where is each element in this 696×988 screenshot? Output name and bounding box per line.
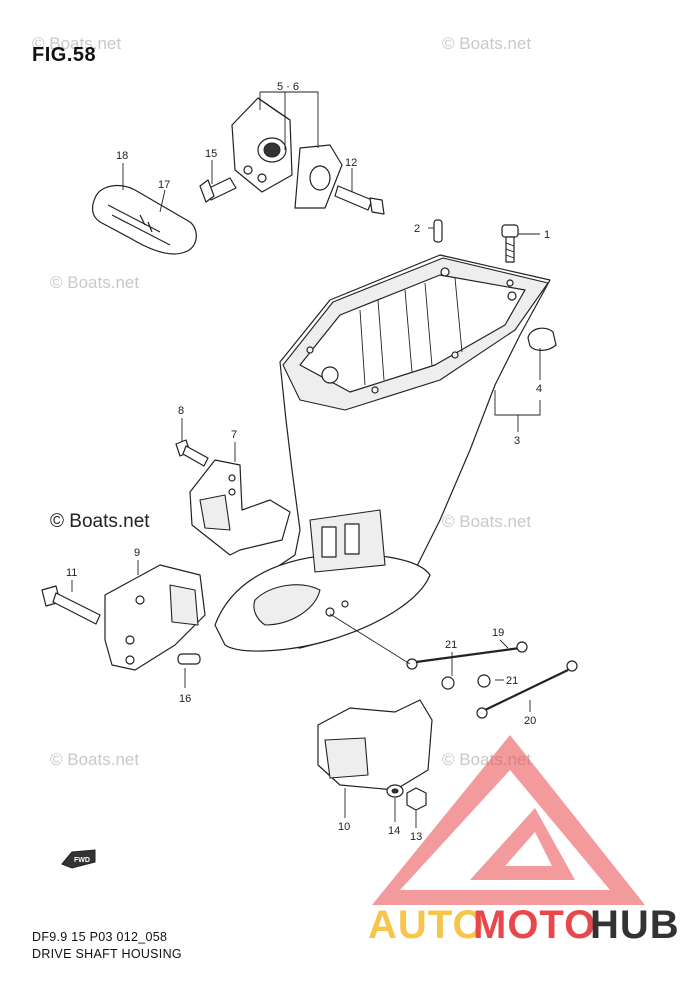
ground-wire-19[interactable] [406, 641, 528, 670]
bolt-15[interactable] [199, 177, 237, 203]
callout: 4 [536, 383, 542, 395]
callout: 12 [345, 157, 357, 169]
callout: 7 [231, 429, 237, 441]
callout: 19 [492, 627, 504, 639]
dowel-pin[interactable] [433, 219, 443, 243]
pin-16[interactable] [177, 653, 201, 665]
bolt-12[interactable] [334, 185, 385, 215]
fwd-arrow-icon: FWD [61, 849, 96, 869]
washer-14[interactable] [386, 784, 404, 798]
callout: 13 [410, 831, 422, 843]
callout: 2 [414, 223, 420, 235]
watermark-dark: © Boats.net [50, 511, 150, 532]
bracket-9[interactable] [104, 564, 206, 671]
leader-lines [71, 91, 541, 828]
fwd-label: FWD [74, 857, 90, 864]
ground-wire-20[interactable] [476, 660, 578, 719]
bolt-1[interactable] [501, 224, 519, 263]
callout: 21 [506, 675, 518, 687]
callout: 9 [134, 547, 140, 559]
mount-plate[interactable] [294, 144, 343, 209]
callout-labels: 5 · 6 18 15 17 12 2 1 4 3 8 7 9 11 16 21… [66, 81, 550, 843]
callout: 18 [116, 150, 128, 162]
watermark: © Boats.net [50, 273, 140, 292]
callout: 8 [178, 405, 184, 417]
callout: 5 · 6 [277, 81, 299, 93]
watermark: © Boats.net [32, 34, 122, 53]
watermark: © Boats.net [442, 34, 532, 53]
callout: 16 [179, 693, 191, 705]
mount-bracket[interactable] [231, 97, 293, 193]
watermark: © Boats.net [442, 512, 532, 531]
bolt-8[interactable] [175, 439, 209, 467]
automotohub-logo: AUTO MOTO HUB [368, 735, 680, 947]
watermark: © Boats.net [50, 750, 140, 769]
bolt-11[interactable] [41, 585, 101, 625]
callout: 3 [514, 435, 520, 447]
figure-name: DRIVE SHAFT HOUSING [32, 947, 182, 961]
callout: 17 [158, 179, 170, 191]
callout: 14 [388, 825, 400, 837]
callout: 15 [205, 148, 217, 160]
logo-text-hub: HUB [590, 903, 680, 947]
drive-shaft-housing[interactable] [214, 254, 551, 652]
logo-text-auto: AUTO [368, 903, 485, 947]
figure-title: FIG.58 [32, 44, 97, 66]
screw-21[interactable] [441, 674, 491, 690]
bracket-7[interactable] [189, 459, 291, 556]
logo-text-moto: MOTO [473, 903, 596, 947]
figure-code: DF9.9 15 P03 012_058 [32, 930, 168, 944]
callout: 10 [338, 821, 350, 833]
rubber-mount-10[interactable] [317, 699, 433, 791]
callout: 11 [66, 567, 77, 579]
callout: 21 [445, 639, 457, 651]
nut-13[interactable] [406, 787, 427, 811]
callout: 20 [524, 715, 536, 727]
callout: 1 [544, 229, 550, 241]
rubber-seal[interactable] [92, 184, 197, 255]
rubber-cap[interactable] [527, 327, 557, 351]
